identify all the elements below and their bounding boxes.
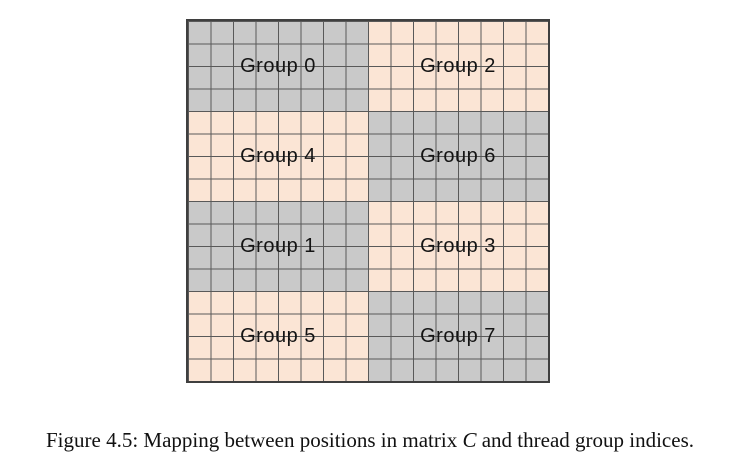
group-label: Group 2 — [420, 54, 496, 77]
group-label: Group 6 — [420, 144, 496, 167]
thread-group-block: Group 0 — [188, 21, 368, 111]
thread-group-block: Group 2 — [368, 21, 548, 111]
caption-suffix: and thread group indices. — [481, 428, 694, 452]
group-label: Group 5 — [240, 324, 316, 347]
thread-group-block: Group 5 — [188, 291, 368, 381]
matrix-c-grid: Group 0 Group 2 Group 4 Group 6 Group 1 … — [186, 19, 550, 383]
thread-group-block: Group 1 — [188, 201, 368, 291]
group-label: Group 1 — [240, 234, 316, 257]
group-label: Group 4 — [240, 144, 316, 167]
group-label: Group 7 — [420, 324, 496, 347]
thread-group-block: Group 6 — [368, 111, 548, 201]
thread-group-block: Group 3 — [368, 201, 548, 291]
group-label: Group 0 — [240, 54, 316, 77]
group-label: Group 3 — [420, 234, 496, 257]
thread-group-block: Group 7 — [368, 291, 548, 381]
caption-math-symbol: C — [462, 428, 477, 452]
thread-group-block: Group 4 — [188, 111, 368, 201]
caption-prefix: Figure 4.5: Mapping between positions in… — [46, 428, 458, 452]
figure-caption: Figure 4.5: Mapping between positions in… — [0, 428, 740, 453]
